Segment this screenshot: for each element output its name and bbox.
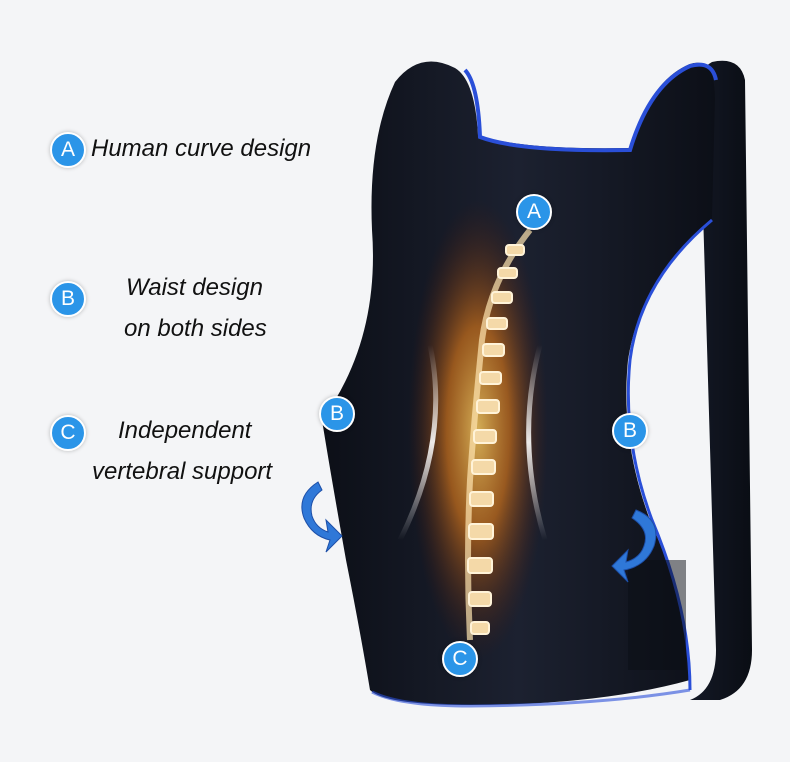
left-support-arc (397, 344, 439, 542)
right-support-arc (526, 344, 548, 541)
feature-c-label-line1: Independent (118, 417, 252, 444)
feature-c-label-line2: vertebral support (92, 458, 273, 485)
left-rotate-arrow-icon (301, 481, 343, 553)
feature-a-badge: A (50, 132, 86, 168)
cushion-piping (463, 62, 718, 153)
feature-b-label-line2: on both sides (124, 315, 267, 342)
marker-right-badge: B (612, 413, 648, 449)
feature-a-label: Human curve design (91, 135, 312, 162)
feature-b-label-line1: Waist design (126, 274, 263, 301)
feature-c-badge: C (50, 415, 86, 451)
feature-b-badge: B (50, 281, 86, 317)
marker-top-badge: A (516, 194, 552, 230)
right-rotate-arrow-icon (611, 509, 657, 583)
spine (465, 228, 533, 641)
marker-left-badge: B (319, 396, 355, 432)
marker-bottom-badge: C (442, 641, 478, 677)
